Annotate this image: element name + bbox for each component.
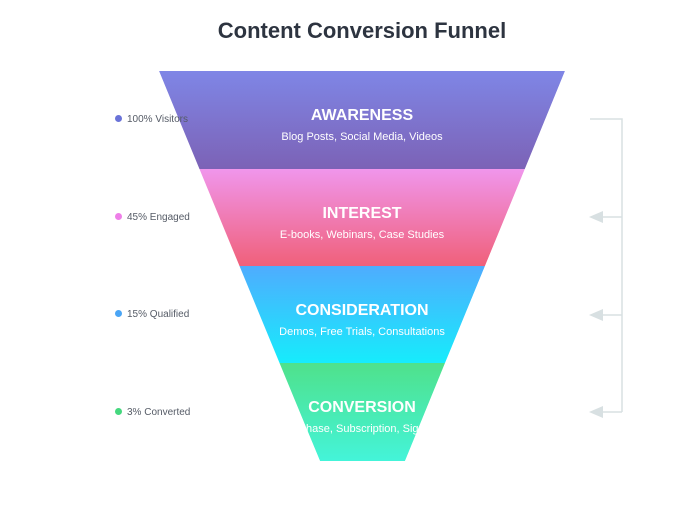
metric-conversion: 3% Converted xyxy=(115,406,190,420)
stage-conversion-desc: Purchase, Subscription, Sign-up xyxy=(283,423,440,435)
stage-awareness-name: AWARENESS xyxy=(311,107,414,124)
metric-conversion-label: 3% Converted xyxy=(127,407,191,418)
metric-awareness: 100% Visitors xyxy=(115,113,188,127)
metric-consideration-label: 15% Qualified xyxy=(127,309,190,320)
stage-interest-name: INTEREST xyxy=(322,205,401,222)
metric-interest: 45% Engaged xyxy=(115,211,190,225)
metric-interest-label: 45% Engaged xyxy=(127,212,190,223)
metric-consideration: 15% Qualified xyxy=(115,308,189,322)
flow-bracket xyxy=(590,118,623,413)
stage-interest xyxy=(199,169,525,266)
stage-consideration-desc: Demos, Free Trials, Consultations xyxy=(279,326,445,338)
metric-consideration-dot xyxy=(115,310,122,317)
metric-interest-dot xyxy=(115,213,122,220)
stage-consideration-name: CONSIDERATION xyxy=(295,302,428,319)
metric-conversion-dot xyxy=(115,408,122,415)
arrow-conversion-icon xyxy=(589,406,603,418)
page-title: Content Conversion Funnel xyxy=(217,18,507,43)
stage-conversion xyxy=(279,363,445,461)
arrow-interest-icon xyxy=(589,211,603,223)
arrow-consideration-icon xyxy=(589,309,603,321)
stage-awareness-desc: Blog Posts, Social Media, Videos xyxy=(281,131,443,143)
metric-awareness-dot xyxy=(115,115,122,122)
metric-awareness-label: 100% Visitors xyxy=(127,114,188,125)
stage-consideration xyxy=(239,266,485,363)
stage-awareness xyxy=(159,71,565,169)
stage-interest-desc: E-books, Webinars, Case Studies xyxy=(280,229,445,241)
stage-conversion-name: CONVERSION xyxy=(308,399,416,416)
